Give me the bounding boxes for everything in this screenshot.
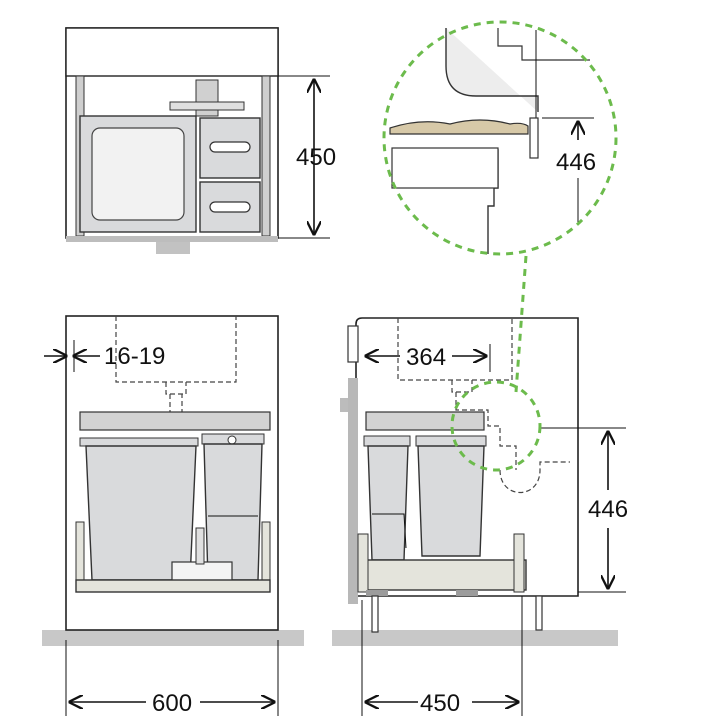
side-view-bin-1-rim bbox=[363, 435, 411, 447]
top-view-large-bin-opening bbox=[91, 127, 185, 221]
top-view: 450 bbox=[65, 27, 336, 254]
side-view-front-rail bbox=[357, 533, 369, 593]
front-view-floor bbox=[42, 630, 304, 646]
front-view-width-label: 600 bbox=[152, 690, 192, 717]
detail-height-label: 446 bbox=[556, 149, 596, 176]
side-view-back-rail bbox=[513, 533, 525, 593]
detail-sink-edge bbox=[497, 28, 590, 61]
front-view-lid-frame bbox=[79, 411, 271, 431]
detail-leader-line bbox=[514, 255, 528, 393]
front-view-small-bin bbox=[203, 443, 263, 581]
top-view-depth-label: 450 bbox=[296, 144, 336, 171]
side-view-lid-frame bbox=[365, 411, 485, 431]
top-view-right-rail bbox=[261, 75, 271, 237]
top-view-small-bin-1-handle bbox=[209, 141, 251, 153]
detail-background bbox=[384, 22, 616, 254]
side-view-door-top bbox=[347, 325, 359, 363]
side-view-slide-back bbox=[456, 590, 478, 596]
front-view-large-bin bbox=[85, 445, 197, 581]
side-view-bin-2-rim bbox=[415, 435, 487, 447]
side-view-bin-2 bbox=[417, 445, 485, 557]
side-view-trap-outline bbox=[499, 461, 570, 494]
side-view-leg-back bbox=[535, 595, 543, 631]
front-view-base-frame bbox=[75, 579, 271, 593]
front-view-clearance-label: 16-19 bbox=[104, 343, 165, 370]
detail-source-circle bbox=[450, 380, 542, 472]
side-view-depth-label: 450 bbox=[420, 690, 460, 717]
top-view-front-edge bbox=[66, 236, 278, 242]
front-view-bracket-post bbox=[195, 527, 205, 565]
side-view-bin-1 bbox=[367, 445, 409, 561]
detail-worktop-edge bbox=[529, 117, 539, 159]
detail-sink-basin bbox=[445, 28, 539, 112]
front-view-small-bin-knob bbox=[227, 435, 237, 445]
top-view-small-bin-2-handle bbox=[209, 201, 251, 213]
front-view-large-bin-rim bbox=[79, 437, 199, 447]
side-view-height-label: 446 bbox=[588, 496, 628, 523]
side-view-floor bbox=[332, 630, 618, 646]
side-view-drain-outline bbox=[451, 380, 517, 470]
side-view-door-hinge bbox=[340, 398, 348, 412]
top-view-handle-tab bbox=[156, 242, 190, 254]
front-view-sink-outline bbox=[115, 316, 237, 383]
front-view: 16-19 600 bbox=[42, 315, 304, 717]
side-view-offset-label: 364 bbox=[406, 344, 446, 371]
side-view-leg-front bbox=[371, 595, 379, 633]
front-view-left-rail bbox=[75, 521, 85, 583]
top-view-crossbar bbox=[169, 101, 245, 111]
side-view: 364 446 450 bbox=[332, 317, 628, 717]
top-view-center-post bbox=[195, 79, 219, 117]
detail-countertop bbox=[389, 119, 529, 135]
top-view-back-panel bbox=[65, 27, 279, 77]
detail-circle-outline bbox=[382, 20, 618, 256]
front-view-right-rail bbox=[261, 521, 271, 583]
side-view-door bbox=[348, 378, 358, 604]
detail-lid bbox=[391, 147, 499, 189]
front-view-bracket bbox=[171, 561, 233, 583]
detail-view: 446 bbox=[382, 20, 618, 472]
side-view-drawer-frame bbox=[361, 559, 527, 591]
side-view-bin-1-liner bbox=[372, 513, 407, 549]
side-view-slide-front bbox=[366, 590, 388, 596]
